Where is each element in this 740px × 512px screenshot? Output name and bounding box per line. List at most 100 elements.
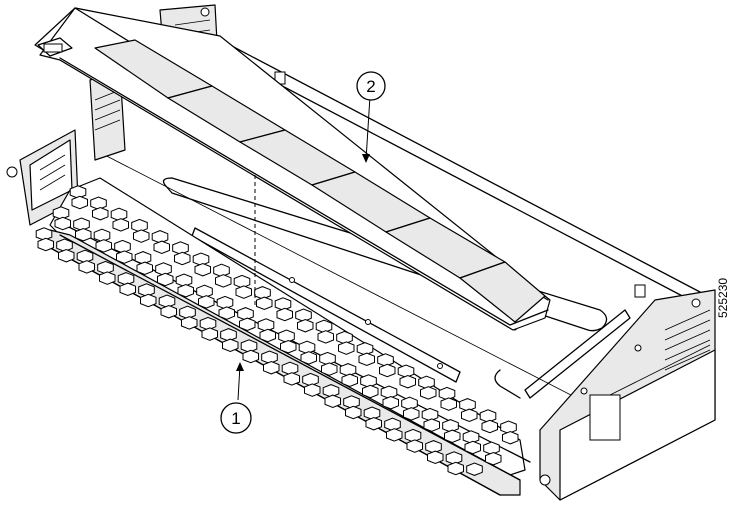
honeycomb-cell — [281, 361, 299, 376]
honeycomb-cell — [397, 364, 415, 378]
honeycomb-cell — [317, 330, 334, 344]
honeycomb-cell — [462, 430, 480, 444]
honeycomb-cell — [114, 239, 131, 254]
honeycomb-cell — [440, 397, 457, 411]
honeycomb-cell — [280, 339, 297, 354]
honeycomb-cell — [73, 217, 90, 231]
honeycomb-cell — [362, 384, 379, 399]
honeycomb-cell — [384, 417, 401, 432]
honeycomb-cell — [300, 351, 317, 365]
honeycomb-cell — [58, 248, 75, 263]
honeycomb-cell — [99, 271, 116, 285]
honeycomb-cell — [37, 237, 54, 252]
honeycomb-cell — [406, 439, 423, 453]
honeycomb-cell — [322, 384, 340, 398]
honeycomb-cell — [278, 329, 295, 343]
callout-1: 1 — [220, 402, 252, 434]
honeycomb-cell — [220, 328, 237, 342]
honeycomb-cell — [261, 350, 278, 364]
callout-2: 2 — [356, 71, 386, 101]
honeycomb-cell — [92, 206, 109, 221]
honeycomb-cell — [377, 353, 394, 367]
honeycomb-cell — [401, 396, 418, 411]
honeycomb-cell — [157, 272, 174, 287]
honeycomb-cell — [427, 450, 444, 465]
honeycomb-cell — [363, 406, 381, 420]
honeycomb-cell — [233, 274, 251, 289]
leader-lines — [236, 95, 371, 401]
honeycomb-cell — [438, 386, 456, 401]
honeycomb-cell — [97, 260, 114, 275]
honeycomb-cells — [35, 185, 519, 476]
honeycomb-cell — [222, 338, 239, 353]
honeycomb-cell — [93, 228, 111, 243]
honeycomb-grille — [35, 177, 531, 496]
honeycomb-cell — [295, 308, 312, 322]
honeycomb-cell — [213, 263, 230, 278]
honeycomb-cell — [218, 306, 235, 320]
floor-rails — [162, 177, 631, 399]
honeycomb-cell — [336, 330, 353, 345]
honeycomb-cell — [116, 250, 133, 264]
honeycomb-cell — [304, 383, 321, 397]
honeycomb-cell — [418, 375, 435, 390]
honeycomb-cell — [298, 340, 316, 355]
honeycomb-cell — [464, 440, 481, 455]
honeycomb-cell — [35, 227, 53, 241]
honeycomb-cell — [239, 317, 256, 332]
honeycomb-cell — [423, 418, 440, 432]
honeycomb-cell — [360, 374, 377, 388]
honeycomb-cell — [343, 395, 360, 409]
honeycomb-cell — [95, 239, 112, 253]
honeycomb-cell — [442, 419, 459, 433]
honeycomb-cell — [379, 363, 396, 378]
honeycomb-cell — [324, 394, 341, 409]
honeycomb-cell — [117, 272, 135, 286]
honeycomb-cell — [403, 407, 420, 421]
honeycomb-cell — [237, 307, 254, 321]
honeycomb-cell — [341, 373, 358, 388]
honeycomb-cell — [481, 419, 498, 434]
callout-1-label: 1 — [231, 409, 240, 428]
honeycomb-cell — [479, 409, 497, 423]
honeycomb-cell — [338, 341, 355, 355]
honeycomb-cell — [445, 451, 463, 465]
honeycomb-cell — [386, 428, 403, 442]
honeycomb-cell — [263, 360, 280, 375]
honeycomb-cell — [160, 304, 177, 319]
honeycomb-cell — [356, 342, 374, 356]
honeycomb-cell — [112, 218, 129, 232]
honeycomb-cell — [192, 252, 210, 266]
honeycomb-cell — [382, 395, 399, 410]
honeycomb-cell — [420, 386, 437, 400]
honeycomb-cell — [399, 374, 416, 389]
honeycomb-cell — [110, 207, 128, 222]
honeycomb-cell — [459, 398, 476, 412]
honeycomb-cell — [52, 206, 70, 220]
honeycomb-cell — [257, 318, 275, 332]
honeycomb-cell — [131, 218, 148, 233]
honeycomb-cell — [199, 316, 217, 331]
honeycomb-cell — [425, 440, 442, 454]
honeycomb-cell — [365, 416, 382, 431]
honeycomb-cell — [421, 407, 439, 422]
honeycomb-cell — [56, 238, 73, 252]
honeycomb-cell — [483, 441, 500, 455]
honeycomb-cell — [90, 196, 107, 210]
honeycomb-cell — [319, 351, 336, 366]
honeycomb-cell — [276, 307, 293, 322]
honeycomb-cell — [345, 405, 362, 420]
honeycomb-cell — [358, 352, 375, 367]
honeycomb-cell — [196, 284, 213, 299]
honeycomb-cell — [242, 349, 259, 364]
honeycomb-cell — [339, 363, 357, 377]
honeycomb-cell — [71, 195, 88, 210]
honeycomb-cell — [78, 260, 95, 274]
honeycomb-cell — [54, 216, 71, 231]
honeycomb-cell — [136, 261, 153, 276]
honeycomb-cell — [138, 283, 155, 297]
honeycomb-cell — [240, 339, 258, 353]
honeycomb-cell — [215, 274, 232, 288]
honeycomb-cell — [133, 229, 150, 243]
